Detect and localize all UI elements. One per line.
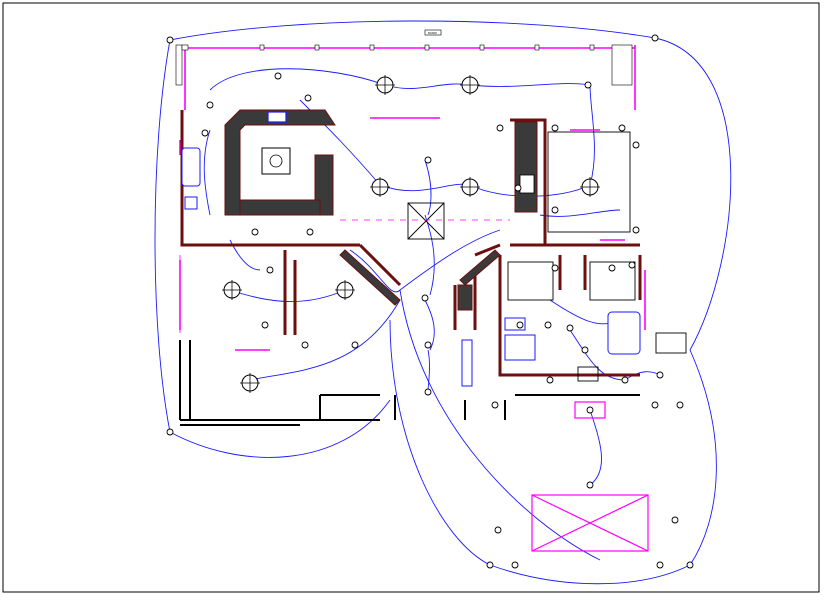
kitchen-counter: [224, 109, 336, 216]
switch-point-icon: [651, 401, 659, 409]
ceiling-light-icon: [370, 177, 390, 197]
switch-point-icon: [486, 561, 494, 569]
switch-point-icon: [651, 34, 659, 42]
ceiling-light-icon: [460, 75, 480, 95]
switch-point-icon: [618, 124, 626, 132]
switch-point-icon: [584, 81, 592, 89]
switch-outlet-points: [166, 34, 694, 569]
partition-lines: [179, 219, 510, 335]
switch-point-icon: [586, 406, 594, 414]
ceiling-light-icon: [460, 177, 480, 197]
switch-point-icon: [581, 346, 589, 354]
ceiling-light-icon: [580, 177, 600, 197]
switch-point-icon: [251, 228, 259, 236]
switch-point-icon: [266, 266, 274, 274]
window-mullions: [175, 29, 633, 86]
ceiling-light-icon: [222, 280, 242, 300]
switch-point-icon: [206, 101, 214, 109]
board-label: BOARD: [428, 31, 437, 35]
switch-point-icon: [632, 141, 640, 149]
switch-point-icon: [306, 228, 314, 236]
switch-point-icon: [494, 526, 502, 534]
switch-point-icon: [351, 341, 359, 349]
switch-point-icon: [516, 321, 524, 329]
switch-point-icon: [424, 341, 432, 349]
switch-point-icon: [656, 561, 664, 569]
bathroom-fixtures: [181, 147, 641, 387]
exterior-walls: [179, 340, 640, 426]
switch-point-icon: [551, 264, 559, 272]
switch-point-icon: [566, 324, 574, 332]
ceiling-light-icon: [240, 373, 260, 393]
switch-point-icon: [621, 376, 629, 384]
switch-point-icon: [628, 261, 636, 269]
switch-point-icon: [511, 561, 519, 569]
switch-point-icon: [274, 72, 282, 80]
switch-point-icon: [676, 401, 684, 409]
switch-point-icon: [421, 294, 429, 302]
switch-point-icon: [304, 94, 312, 102]
switch-point-icon: [686, 561, 694, 569]
switch-point-icon: [608, 264, 616, 272]
light-fixtures: [222, 75, 600, 393]
sheet-border: [2, 2, 820, 593]
switch-point-icon: [551, 124, 559, 132]
switch-point-icon: [301, 341, 309, 349]
switch-point-icon: [514, 184, 522, 192]
switch-point-icon: [424, 156, 432, 164]
switch-point-icon: [166, 36, 174, 44]
skylight-markers: [407, 202, 687, 382]
switch-point-icon: [201, 129, 209, 137]
switch-point-icon: [496, 124, 504, 132]
switch-point-icon: [656, 371, 664, 379]
switch-point-icon: [544, 321, 552, 329]
switch-point-icon: [166, 428, 174, 436]
switch-point-icon: [491, 401, 499, 409]
interior-walls: [180, 110, 642, 377]
outdoor-pad: [531, 401, 649, 552]
switch-point-icon: [551, 206, 559, 214]
switch-point-icon: [671, 516, 679, 524]
switch-point-icon: [632, 226, 640, 234]
window-openings: [179, 45, 646, 351]
ceiling-light-icon: [335, 280, 355, 300]
switch-point-icon: [424, 388, 432, 396]
switch-point-icon: [261, 321, 269, 329]
switch-point-icon: [586, 481, 594, 489]
switch-point-icon: [546, 376, 554, 384]
corridor-hatch: [339, 249, 501, 311]
ceiling-light-icon: [375, 75, 395, 95]
